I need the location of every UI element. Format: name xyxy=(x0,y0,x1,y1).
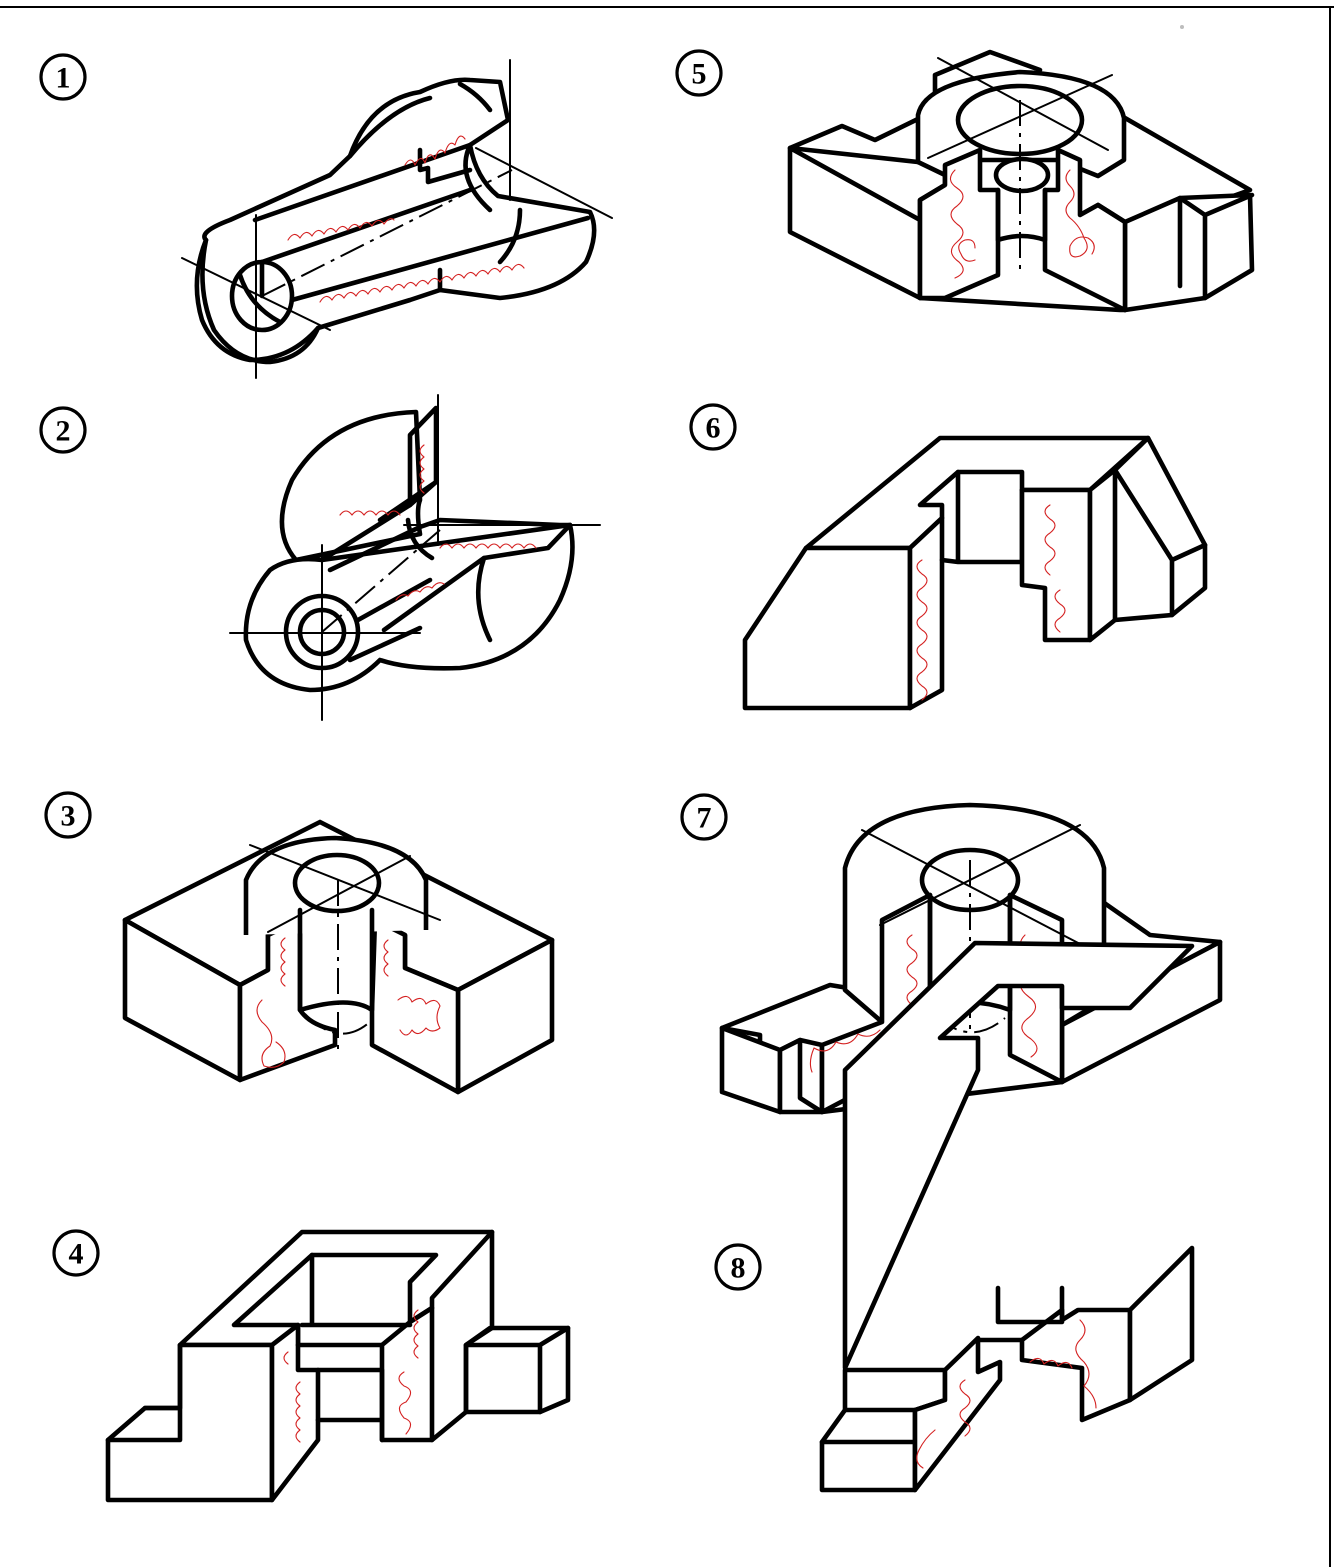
figure-7-badge: 7 xyxy=(680,793,728,841)
fig5-left-front xyxy=(787,145,923,301)
figure-2-drawing xyxy=(229,394,601,721)
figure-5-label: 5 xyxy=(692,58,707,91)
figure-6-drawing xyxy=(742,435,1208,711)
fig6-hatch-right xyxy=(1044,504,1066,633)
fig8-hatch-left xyxy=(916,1379,971,1469)
figure-4-label: 4 xyxy=(69,1238,84,1271)
fig4-left-block xyxy=(105,1342,275,1503)
scan-speck xyxy=(1180,25,1184,29)
fig5-right-step xyxy=(1177,192,1255,301)
fig7-hatch-left xyxy=(809,934,918,1073)
fig2-hatch-vertical xyxy=(339,444,425,516)
fig5-inner-bore xyxy=(993,156,1051,194)
fig6-left-section xyxy=(907,515,945,711)
fig6-right-block xyxy=(1087,435,1208,643)
figure-1-drawing xyxy=(181,59,613,379)
fig2-hatch-horiz xyxy=(395,543,537,601)
fig1-outer-body xyxy=(194,77,597,363)
figure-8-label: 8 xyxy=(731,1252,746,1285)
fig4-hatch-right xyxy=(398,1309,419,1435)
figure-3-label: 3 xyxy=(61,800,76,833)
fig5-hatch-left xyxy=(949,169,976,279)
fig1-step-bottom xyxy=(437,207,523,293)
fig3-hidden-bore xyxy=(304,1013,373,1035)
figure-5-badge: 5 xyxy=(675,49,723,97)
fig5-left-section xyxy=(917,147,1001,301)
fig6-right-slope xyxy=(1112,467,1208,623)
fig5-inner-wall xyxy=(995,187,1048,243)
fig1-axis-horiz-rear xyxy=(475,147,613,219)
figure-7-label: 7 xyxy=(697,802,712,835)
fig6-pocket xyxy=(939,469,1025,565)
fig1-step-top xyxy=(417,147,473,185)
fig4-left-step xyxy=(105,1342,183,1443)
fig3-bore-wall xyxy=(297,907,375,1013)
figure-4-badge: 4 xyxy=(52,1229,100,1277)
fig1-centerline xyxy=(261,169,513,297)
fig6-hatch-left xyxy=(916,559,928,701)
fig4-right-body xyxy=(429,1229,495,1443)
fig5-right-section xyxy=(1042,147,1128,313)
fig8-right-block xyxy=(1127,1245,1195,1403)
fig4-right-lug xyxy=(463,1325,571,1415)
figure-6-badge: 6 xyxy=(689,403,737,451)
figure-2-label: 2 xyxy=(56,415,71,448)
fig3-right-section xyxy=(369,917,461,1095)
fig8-hatch-right xyxy=(1029,1319,1097,1409)
figure-5-drawing xyxy=(787,49,1255,313)
fig7-axis-2 xyxy=(879,824,1081,926)
fig7-right-section xyxy=(1007,892,1065,1085)
fig7-axis-1 xyxy=(861,829,1083,946)
fig6-right-section xyxy=(1019,487,1093,643)
fig1-axis-horiz-front xyxy=(181,257,331,331)
fig7-left-step xyxy=(777,1037,825,1115)
fig1-rear-arc xyxy=(463,142,493,213)
figure-3-drawing xyxy=(122,819,555,1095)
figure-1-badge: 1 xyxy=(39,53,87,101)
fig3-hatch-right xyxy=(383,939,441,1036)
figure-6-label: 6 xyxy=(706,412,721,445)
figure-8-badge: 8 xyxy=(714,1243,762,1291)
fig8-right-section xyxy=(1019,1307,1133,1423)
fig8-top-face xyxy=(842,940,1195,1371)
fig1-hatch-bottom xyxy=(319,263,525,303)
figure-4-drawing xyxy=(105,1229,571,1503)
figure-3-badge: 3 xyxy=(44,791,92,839)
figure-8-drawing xyxy=(819,940,1195,1493)
figure-1-label: 1 xyxy=(56,62,71,95)
fig4-inner-opening xyxy=(295,1252,413,1443)
fig4-hatch-left xyxy=(283,1351,301,1443)
fig5-axis-1 xyxy=(937,57,1109,151)
fig5-hatch-right xyxy=(1065,169,1095,258)
figure-2-badge: 2 xyxy=(39,406,87,454)
fig5-right-front xyxy=(1122,192,1255,313)
fig4-left-section xyxy=(269,1322,321,1503)
fig8-pocket xyxy=(975,1285,1065,1343)
fig2-centerline xyxy=(321,529,441,633)
fig5-top-lug xyxy=(932,49,1043,95)
fig4-frame-top xyxy=(177,1229,495,1348)
fig1-lug-top xyxy=(347,81,493,159)
fig1-hatch-top xyxy=(287,135,466,241)
fig4-right-lug-edge xyxy=(463,1325,571,1415)
fig8-left-step xyxy=(819,1407,918,1445)
fig1-slot-bottom xyxy=(259,215,591,303)
fig3-axis-1 xyxy=(249,844,441,921)
fig6-left-block xyxy=(742,545,913,711)
fig1-front-ring xyxy=(200,237,321,365)
fig3-hatch-left xyxy=(256,937,286,1068)
fig4-right-section xyxy=(379,1305,435,1443)
fig8-left-section xyxy=(912,1335,1003,1493)
